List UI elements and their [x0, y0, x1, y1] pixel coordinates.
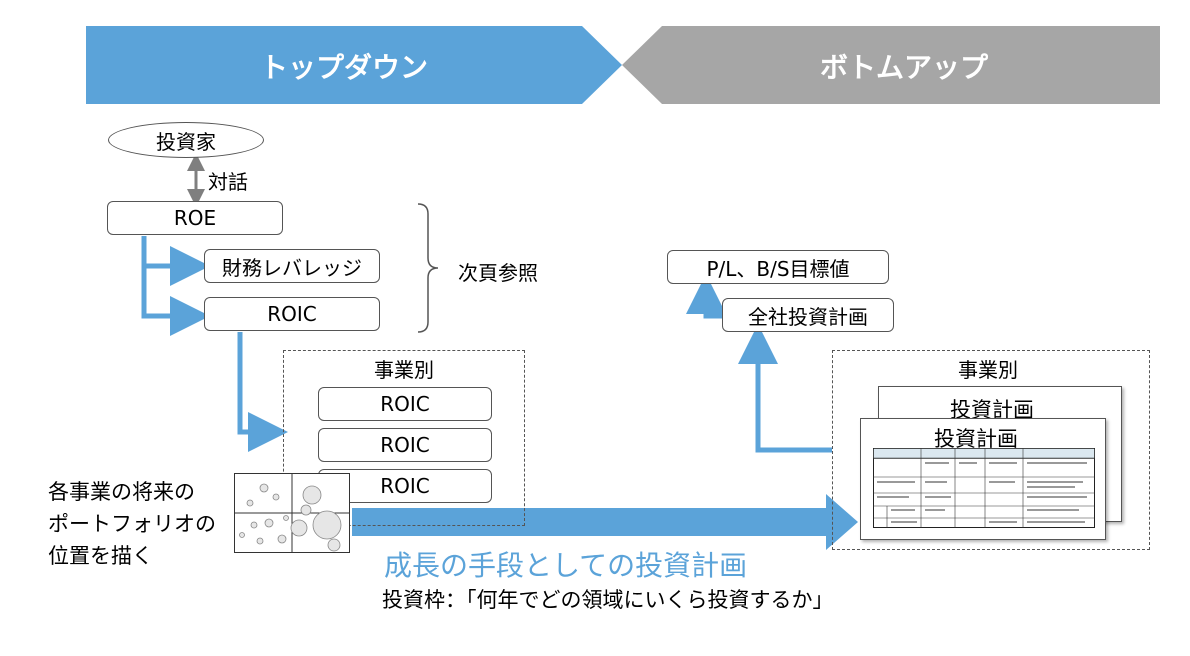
plan-table-thumbnail: [873, 448, 1095, 528]
leverage-box: 財務レバレッジ: [204, 249, 380, 283]
portfolio-note-line: 各事業の将来の: [48, 480, 195, 504]
bottom-up-chevron: [622, 26, 1160, 104]
portfolio-note-line: ポートフォリオの: [48, 512, 216, 536]
company-to-target-line: [686, 274, 726, 319]
right-business-title: 事業別: [958, 358, 1018, 382]
growth-plan-caption: 成長の手段としての投資計画: [384, 549, 748, 582]
company-plan-box: 全社投資計画: [722, 298, 894, 332]
dialogue-label: 対話: [208, 170, 248, 194]
left-business-group: [283, 350, 525, 526]
left-business-title: 事業別: [374, 358, 434, 382]
pl-bs-target-label: P/L、B/S目標値: [706, 256, 850, 281]
bottom-up-label: ボトムアップ: [820, 51, 989, 84]
business-roic-box: ROIC: [318, 428, 492, 462]
top-down-chevron: [86, 26, 622, 104]
roe-box: ROE: [107, 201, 283, 235]
see-next-page: 次頁参照: [458, 261, 538, 285]
big-arrow: [352, 494, 858, 550]
bracket: [417, 203, 439, 333]
portfolio-note-line: 位置を描く: [48, 544, 153, 568]
business-roic-label: ROIC: [380, 392, 430, 416]
business-roic-label: ROIC: [380, 433, 430, 457]
investor-label: 投資家: [156, 129, 216, 154]
roic-business-line: [237, 332, 288, 452]
investor-ellipse: 投資家: [108, 122, 264, 158]
roic-label: ROIC: [267, 302, 317, 326]
pl-bs-target-box: P/L、B/S目標値: [667, 250, 889, 284]
business-to-company-line: [738, 324, 832, 453]
business-roic-label: ROIC: [380, 474, 430, 498]
roic-box: ROIC: [204, 297, 380, 331]
top-down-label: トップダウン: [260, 51, 429, 84]
roe-label: ROE: [173, 206, 217, 230]
plan-front-title: 投資計画: [934, 427, 1018, 451]
leverage-label: 財務レバレッジ: [222, 255, 362, 280]
roe-branch-line: [141, 236, 210, 336]
investment-frame-caption: 投資枠：「何年でどの領域にいくら投資するか」: [382, 588, 834, 612]
right-business-group: [832, 350, 1150, 550]
company-plan-label: 全社投資計画: [748, 304, 868, 329]
portfolio-matrix: [234, 473, 350, 553]
business-roic-box: ROIC: [318, 387, 492, 421]
